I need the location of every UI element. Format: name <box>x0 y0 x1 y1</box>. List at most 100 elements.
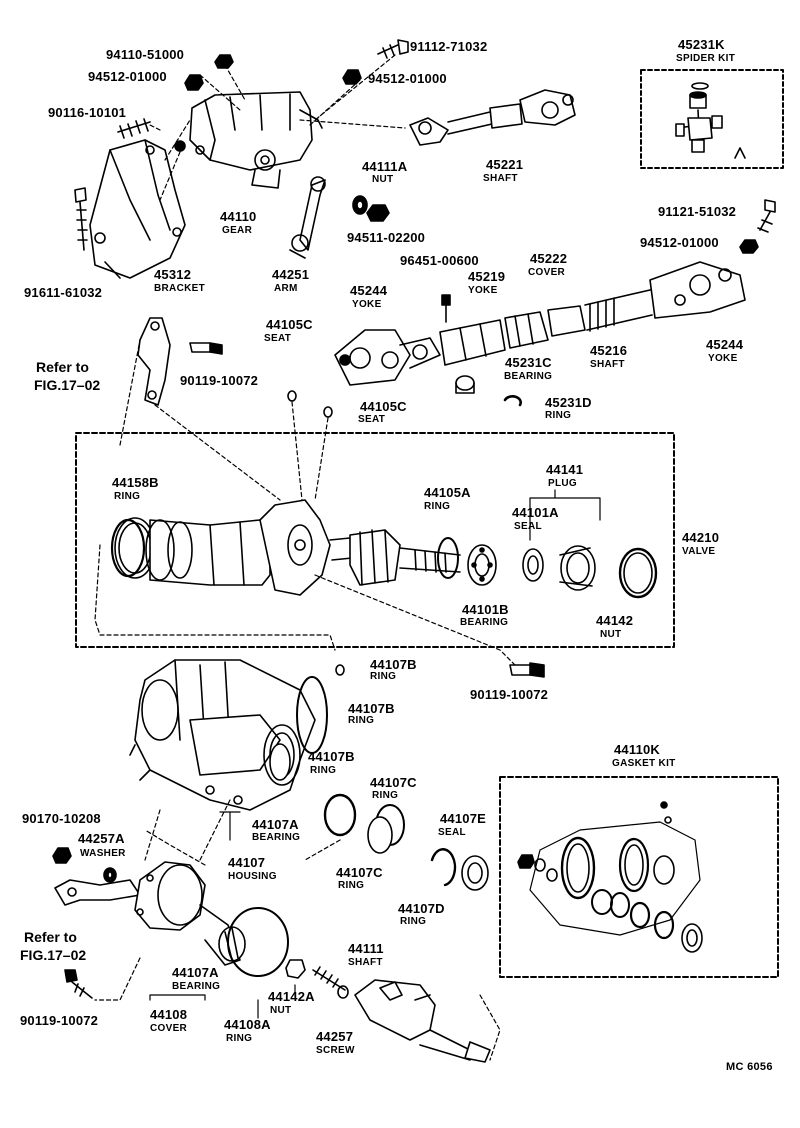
bolt-90116 <box>117 118 151 139</box>
label-90119-10072-c: 90119-10072 <box>20 1013 99 1028</box>
label-44107c-a: 44107C <box>370 775 417 790</box>
nut-90170 <box>52 847 72 864</box>
caption-cover-44108: COVER <box>150 1023 188 1034</box>
label-44107b-b: 44107B <box>348 701 395 716</box>
gasket-kit-frame <box>499 776 779 978</box>
bearing-45231c <box>455 375 475 394</box>
gasket-kit-contents <box>517 801 703 953</box>
yoke-45219 <box>439 319 506 366</box>
shaft-44111 <box>354 979 491 1063</box>
caption-seat-b: SEAT <box>358 414 386 425</box>
caption-bracket: BRACKET <box>154 283 205 294</box>
bolt-96451 <box>441 294 451 323</box>
gear-box-44110 <box>174 91 323 189</box>
caption-bearing-44107a-b: BEARING <box>172 981 221 992</box>
label-45221: 45221 <box>486 157 524 172</box>
caption-screw: SCREW <box>316 1045 355 1056</box>
refer-text-upper: Refer to <box>36 359 89 375</box>
label-45312: 45312 <box>154 267 192 282</box>
valve-frame <box>75 432 675 648</box>
valve-body <box>114 499 461 596</box>
nut-44142 <box>618 547 658 599</box>
label-45231c: 45231C <box>505 355 552 370</box>
caption-seat-a: SEAT <box>264 333 292 344</box>
bolt-91121 <box>757 199 776 233</box>
nut-44111a <box>366 204 390 222</box>
caption-ring-44105a: RING <box>424 501 451 512</box>
nut-94512-a <box>184 74 204 91</box>
label-44101b: 44101B <box>462 602 509 617</box>
caption-ring-44107b-c: RING <box>310 765 337 776</box>
plug-44141 <box>559 545 596 591</box>
label-44111: 44111 <box>348 941 384 956</box>
label-91611-61032: 91611-61032 <box>24 285 103 300</box>
caption-arm: ARM <box>274 283 298 294</box>
label-44107a-a: 44107A <box>252 817 299 832</box>
label-44101a: 44101A <box>512 505 559 520</box>
label-96451-00600: 96451-00600 <box>400 253 479 268</box>
label-44108a: 44108A <box>224 1017 271 1032</box>
label-44251: 44251 <box>272 267 310 282</box>
caption-cover-45222: COVER <box>528 267 566 278</box>
label-44107c-b: 44107C <box>336 865 383 880</box>
label-44107e: 44107E <box>440 811 487 826</box>
label-44257: 44257 <box>316 1029 354 1044</box>
washer-94511 <box>352 195 368 215</box>
label-91121-51032: 91121-51032 <box>658 204 737 219</box>
refer-fig-lower: FIG.17–02 <box>20 947 87 963</box>
label-91112-71032: 91112-71032 <box>410 39 488 54</box>
bolt-90119-b <box>509 662 545 678</box>
label-44158b: 44158B <box>112 475 159 490</box>
bearing-44101b <box>467 544 497 586</box>
caption-washer: WASHER <box>80 848 126 859</box>
caption-seal-44101a: SEAL <box>514 521 542 532</box>
caption-bearing-45231c: BEARING <box>504 371 553 382</box>
bolt-91611 <box>74 187 88 251</box>
ring-44107b-b <box>323 793 357 837</box>
label-90116-10101: 90116-10101 <box>48 105 127 120</box>
yoke-45244-left <box>334 329 441 386</box>
caption-shaft-45216: SHAFT <box>590 359 625 370</box>
label-44105c-b: 44105C <box>360 399 407 414</box>
label-44108: 44108 <box>150 1007 188 1022</box>
ring-44107b-large <box>296 676 328 754</box>
ring-44158b <box>110 518 146 578</box>
caption-seal-44107e: SEAL <box>438 827 466 838</box>
bearing-44107a-b <box>218 926 246 962</box>
label-44105c-a: 44105C <box>266 317 313 332</box>
label-94511-02200: 94511-02200 <box>347 230 426 245</box>
ring-44107c-a <box>367 804 405 854</box>
label-45231d: 45231D <box>545 395 592 410</box>
label-45222: 45222 <box>530 251 568 266</box>
figure-code: MC 6056 <box>726 1061 773 1073</box>
label-44141: 44141 <box>546 462 584 477</box>
ring-44105a <box>437 537 459 579</box>
shaft-45216 <box>584 261 746 332</box>
label-44257a: 44257A <box>78 831 125 846</box>
bolt-90119-a <box>189 342 223 355</box>
nut-44142a <box>285 959 306 979</box>
ring-45231d <box>503 395 522 407</box>
caption-shaft-44111: SHAFT <box>348 957 383 968</box>
bracket-lower-left <box>54 879 141 906</box>
caption-bearing-44101b: BEARING <box>460 617 509 628</box>
cover-45222 <box>504 305 586 349</box>
bolt-90119-c <box>64 969 93 999</box>
caption-ring-44108a: RING <box>226 1033 253 1044</box>
spider-kit-45231k <box>675 82 746 159</box>
label-90119-10072-b: 90119-10072 <box>470 687 549 702</box>
label-44110: 44110 <box>220 209 257 224</box>
caption-nut-44142a: NUT <box>270 1005 292 1016</box>
refer-text-lower: Refer to <box>24 929 77 945</box>
label-44110k: 44110K <box>614 742 661 757</box>
label-94512-01000-c: 94512-01000 <box>640 235 719 250</box>
caption-bearing-44107a-a: BEARING <box>252 832 301 843</box>
caption-ring-45231d: RING <box>545 410 572 421</box>
seal-44107e <box>461 855 489 891</box>
label-44107b-c: 44107B <box>308 749 355 764</box>
caption-housing: HOUSING <box>228 871 277 882</box>
caption-yoke-45244-right: YOKE <box>708 353 738 364</box>
bracket-upper-left <box>137 317 171 406</box>
screw-44257 <box>312 966 349 999</box>
